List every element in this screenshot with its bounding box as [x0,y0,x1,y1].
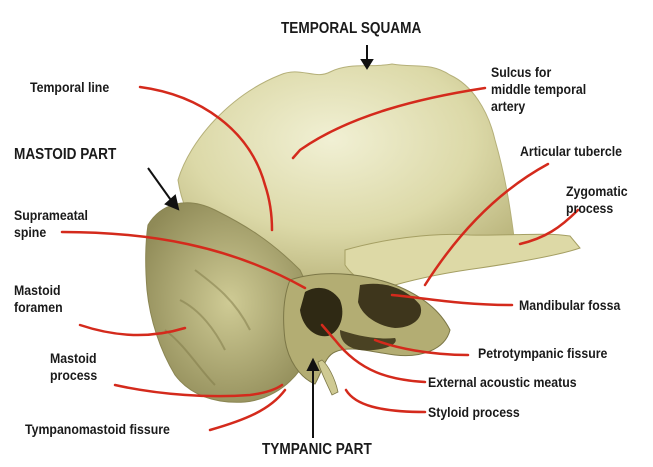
label-suprameatal-spine: Suprameatal spine [14,207,88,241]
label-external-acoustic-meatus: External acoustic meatus [428,374,577,391]
label-sulcus-middle-temporal-artery: Sulcus for middle temporal artery [491,64,586,115]
label-mandibular-fossa: Mandibular fossa [519,297,620,314]
leader-styloid-process [346,390,425,412]
label-articular-tubercle: Articular tubercle [520,143,622,160]
label-temporal-squama: TEMPORAL SQUAMA [281,20,421,38]
label-temporal-line: Temporal line [30,79,109,96]
label-petrotympanic-fissure: Petrotympanic fissure [478,345,607,362]
label-mastoid-process: Mastoid process [50,350,97,384]
label-zygomatic-process: Zygomatic process [566,183,628,217]
label-tympanic-part: TYMPANIC PART [262,441,372,459]
label-mastoid-foramen: Mastoid foramen [14,282,63,316]
label-styloid-process: Styloid process [428,404,520,421]
label-tympanomastoid-fissure: Tympanomastoid fissure [25,421,170,438]
styloid-process-shape [318,360,338,395]
label-mastoid-part: MASTOID PART [14,146,116,164]
zygomatic-process-shape [345,234,580,286]
